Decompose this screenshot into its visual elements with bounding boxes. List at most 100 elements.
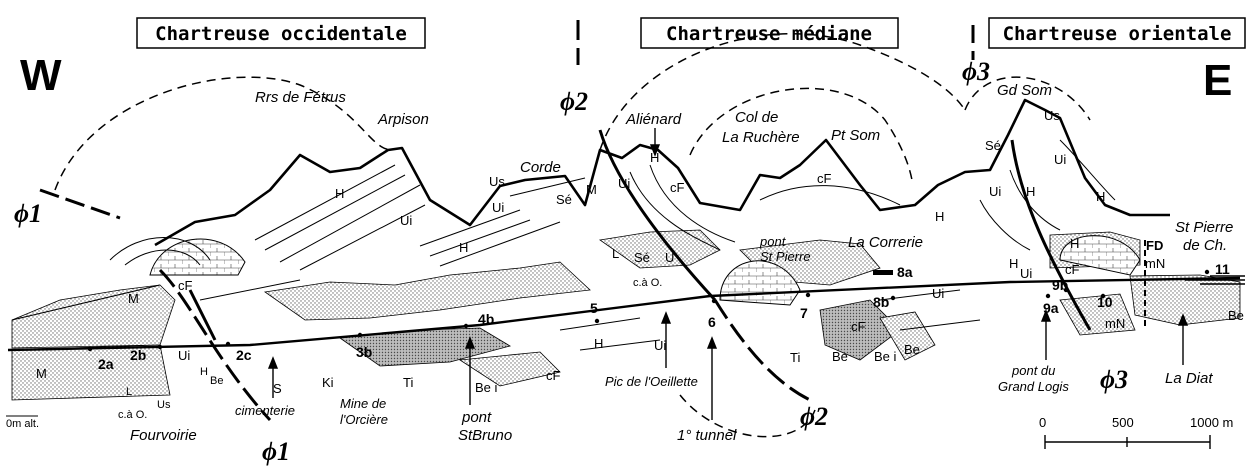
svg-text:U: U: [665, 250, 674, 265]
svg-text:L: L: [612, 246, 619, 261]
svg-text:H: H: [1096, 189, 1105, 204]
station-7: 7: [800, 305, 808, 321]
svg-text:Us: Us: [157, 399, 171, 411]
place-fourvoirie: Fourvoirie: [130, 427, 197, 444]
svg-text:Be i: Be i: [874, 349, 897, 364]
svg-text:L: L: [126, 386, 132, 398]
station-9a: 9a: [1043, 300, 1059, 316]
svg-text:Ui: Ui: [1054, 152, 1066, 167]
svg-text:Ui: Ui: [989, 184, 1001, 199]
fault-label-phi1-south: ϕ1: [262, 437, 290, 466]
fault-label-phi3-south: ϕ3: [1100, 365, 1128, 394]
svg-text:M: M: [36, 366, 47, 381]
summit-gd-som: Gd Som: [997, 82, 1052, 99]
svg-text:Ui: Ui: [654, 338, 666, 353]
station-markers: 2a 2b 2c 3b 4b 5 6 7 8a 8b 9a 9b 10 11: [87, 261, 1230, 372]
place-st-pierre-1: St Pierre: [1175, 219, 1233, 236]
svg-text:H: H: [1009, 256, 1018, 271]
svg-text:Ui: Ui: [618, 176, 630, 191]
summit-arpison: Arpison: [377, 111, 429, 128]
place-tunnel: 1° tunnel: [677, 427, 737, 444]
faults: [39, 20, 1146, 422]
summit-col-ruchere-1: Col de: [735, 109, 778, 126]
svg-text:H: H: [200, 366, 208, 378]
svg-text:Chartreuse orientale: Chartreuse orientale: [1003, 23, 1232, 45]
svg-text:cF: cF: [817, 171, 832, 186]
station-8b: 8b: [873, 294, 889, 310]
svg-text:Ki: Ki: [322, 375, 334, 390]
place-pic-oeillette: Pic de l'Oeillette: [605, 374, 698, 389]
svg-text:Ti: Ti: [403, 375, 413, 390]
svg-text:Be: Be: [904, 342, 920, 357]
place-st-pierre-2: de Ch.: [1183, 237, 1227, 254]
topographic-profile: [154, 98, 1170, 247]
svg-text:Chartreuse médiane: Chartreuse médiane: [666, 23, 872, 45]
station-2c: 2c: [236, 347, 252, 363]
fault-label-phi2-south: ϕ2: [800, 402, 828, 431]
place-la-diat: La Diat: [1165, 370, 1213, 387]
svg-text:H: H: [459, 240, 468, 255]
svg-text:H: H: [1026, 184, 1035, 199]
station-6: 6: [708, 314, 716, 330]
station-8a: 8a: [897, 264, 913, 280]
svg-text:Sé: Sé: [985, 138, 1001, 153]
header-mediane: Chartreuse médiane: [640, 17, 899, 49]
scale-tick-0: 0: [1039, 415, 1046, 430]
fault-label-phi1-west: ϕ1: [14, 199, 42, 228]
svg-text:M: M: [128, 291, 139, 306]
svg-text:Ui: Ui: [492, 200, 504, 215]
place-pont-pierre-2: St Pierre: [760, 249, 811, 264]
road-end-arrow: [1185, 275, 1245, 285]
fault-label-phi2-north: ϕ2: [560, 87, 588, 116]
road-tunnel-line: [7, 276, 1241, 352]
svg-text:M: M: [586, 182, 597, 197]
scale-tick-500: 500: [1112, 415, 1134, 430]
svg-text:Be: Be: [832, 349, 848, 364]
svg-text:S: S: [273, 381, 282, 396]
formation-labels: M M cF Ui H Be L Us S Ki Ti Be i cF Ui H…: [36, 108, 1244, 411]
altitude-zero: 0m alt.: [6, 418, 39, 430]
svg-text:Be: Be: [210, 375, 223, 387]
summit-col-ruchere-2: La Ruchère: [722, 129, 800, 146]
station-11: 11: [1215, 261, 1230, 277]
station-2a: 2a: [98, 356, 114, 372]
place-labels: Fourvoirie cimenterie Mine de l'Orcière …: [6, 234, 1213, 444]
svg-text:FD: FD: [1146, 238, 1163, 253]
place-cimenterie: cimenterie: [235, 403, 295, 418]
station-4b: 4b: [478, 311, 494, 327]
place-pont-bruno-1: pont: [461, 409, 492, 426]
svg-text:Ui: Ui: [400, 213, 412, 228]
direction-west: W: [20, 51, 62, 100]
station-10: 10: [1097, 294, 1113, 310]
svg-text:Us: Us: [1044, 108, 1060, 123]
place-mine-2: l'Orcière: [340, 412, 388, 427]
svg-text:mN: mN: [1145, 256, 1165, 271]
direction-east: E: [1203, 56, 1232, 105]
svg-text:Sé: Sé: [634, 250, 650, 265]
svg-text:cF: cF: [546, 368, 561, 383]
svg-text:mN: mN: [1105, 316, 1125, 331]
summit-labels: Rrs de Fétrus Arpison Corde Aliénard Col…: [255, 82, 1233, 254]
svg-text:Be i: Be i: [475, 380, 498, 395]
svg-text:Be: Be: [1228, 308, 1244, 323]
svg-text:Ui: Ui: [1020, 266, 1032, 281]
svg-text:cF: cF: [1065, 262, 1080, 277]
scale-bar: 0 500 1000 m: [1039, 415, 1233, 449]
summit-corde: Corde: [520, 159, 561, 176]
svg-text:Ui: Ui: [178, 348, 190, 363]
fault-label-phi3-north: ϕ3: [962, 57, 990, 86]
svg-text:H: H: [335, 186, 344, 201]
svg-text:cF: cF: [851, 319, 866, 334]
place-pont-logis-2: Grand Logis: [998, 379, 1069, 394]
svg-text:H: H: [594, 336, 603, 351]
station-5: 5: [590, 300, 598, 316]
svg-text:Sé: Sé: [556, 192, 572, 207]
station-3b: 3b: [356, 344, 372, 360]
svg-text:H: H: [1070, 236, 1079, 251]
station-2b: 2b: [130, 347, 146, 363]
svg-text:H: H: [650, 150, 659, 165]
summit-fetrus: Rrs de Fétrus: [255, 89, 346, 106]
svg-text:Ui: Ui: [932, 286, 944, 301]
place-pont-logis-1: pont du: [1011, 363, 1055, 378]
